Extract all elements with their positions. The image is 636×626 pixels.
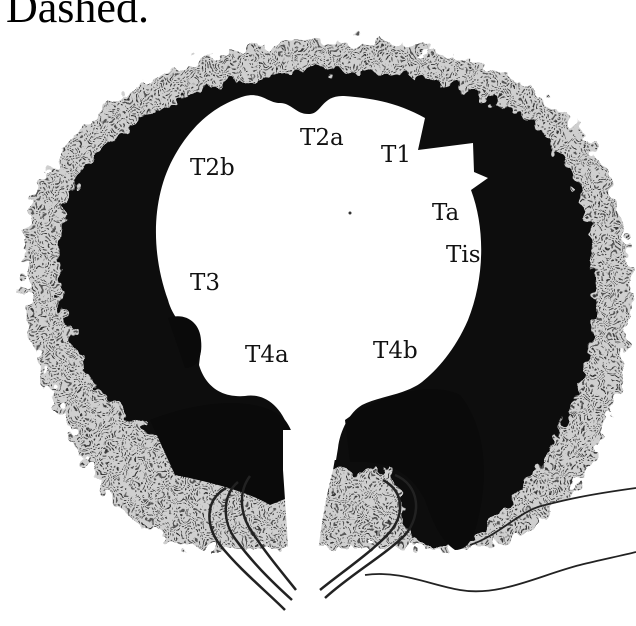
label-t4b: T4b <box>373 338 418 364</box>
center-mark <box>349 212 352 215</box>
label-t4a: T4a <box>245 342 289 368</box>
vessel-right-lower <box>365 552 636 591</box>
label-t3: T3 <box>190 270 220 296</box>
label-t2a: T2a <box>300 125 344 151</box>
label-t2b: T2b <box>190 155 235 181</box>
label-ta: Ta <box>432 200 460 226</box>
header-text: Dashed. <box>6 0 149 32</box>
label-tis: Tis <box>446 242 481 268</box>
label-t1: T1 <box>381 142 411 168</box>
